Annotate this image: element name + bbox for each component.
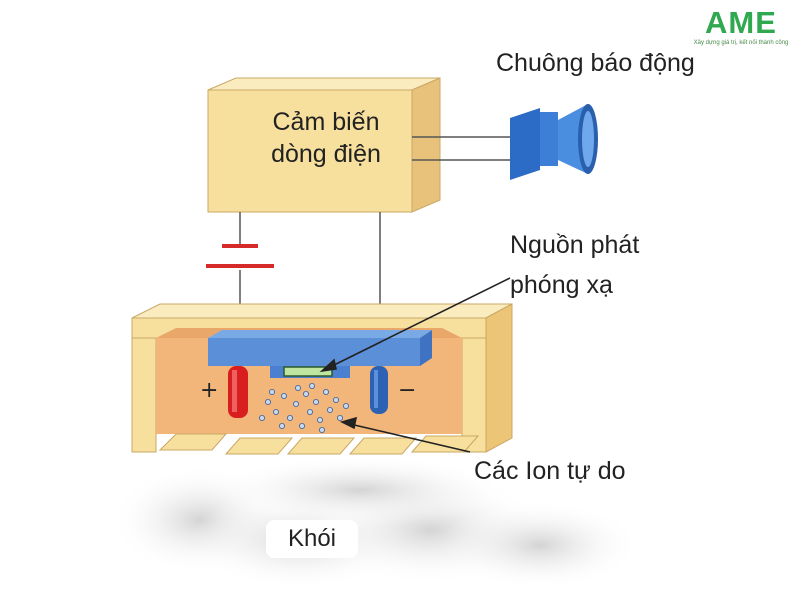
battery-icon: [206, 244, 274, 268]
logo-wordmark: AME: [705, 5, 777, 40]
plus-sign: +: [200, 378, 219, 403]
smoke-cloud: [110, 455, 640, 590]
sensor-label-line2: dòng điện: [271, 140, 381, 168]
ame-logo: AME Xây dựng giá trị, kết nối thành công: [686, 6, 796, 47]
radiation-source: [283, 366, 333, 377]
chamber-slats: [158, 433, 480, 455]
alarm-horn-icon: [510, 104, 598, 180]
alarm-label: Chuông báo động: [496, 49, 695, 77]
alarm-wires: [412, 136, 510, 161]
smoke-label: Khói: [266, 520, 358, 558]
positive-electrode: [228, 366, 248, 418]
minus-sign: −: [398, 378, 417, 403]
sensor-label-line1: Cảm biến: [272, 108, 380, 136]
radiation-source-label-line1: Nguồn phát: [510, 231, 640, 259]
pointer-arrows: [319, 277, 511, 453]
sensor-label: Cảm biến dòng điện: [212, 106, 440, 170]
free-ions-label: Các Ion tự do: [474, 457, 626, 485]
logo-tagline: Xây dựng giá trị, kết nối thành công: [693, 40, 789, 46]
free-ions: [258, 382, 349, 433]
radiation-source-label-line2: phóng xạ: [510, 271, 613, 299]
negative-electrode: [370, 366, 388, 414]
current-sensor-box: [207, 77, 441, 213]
